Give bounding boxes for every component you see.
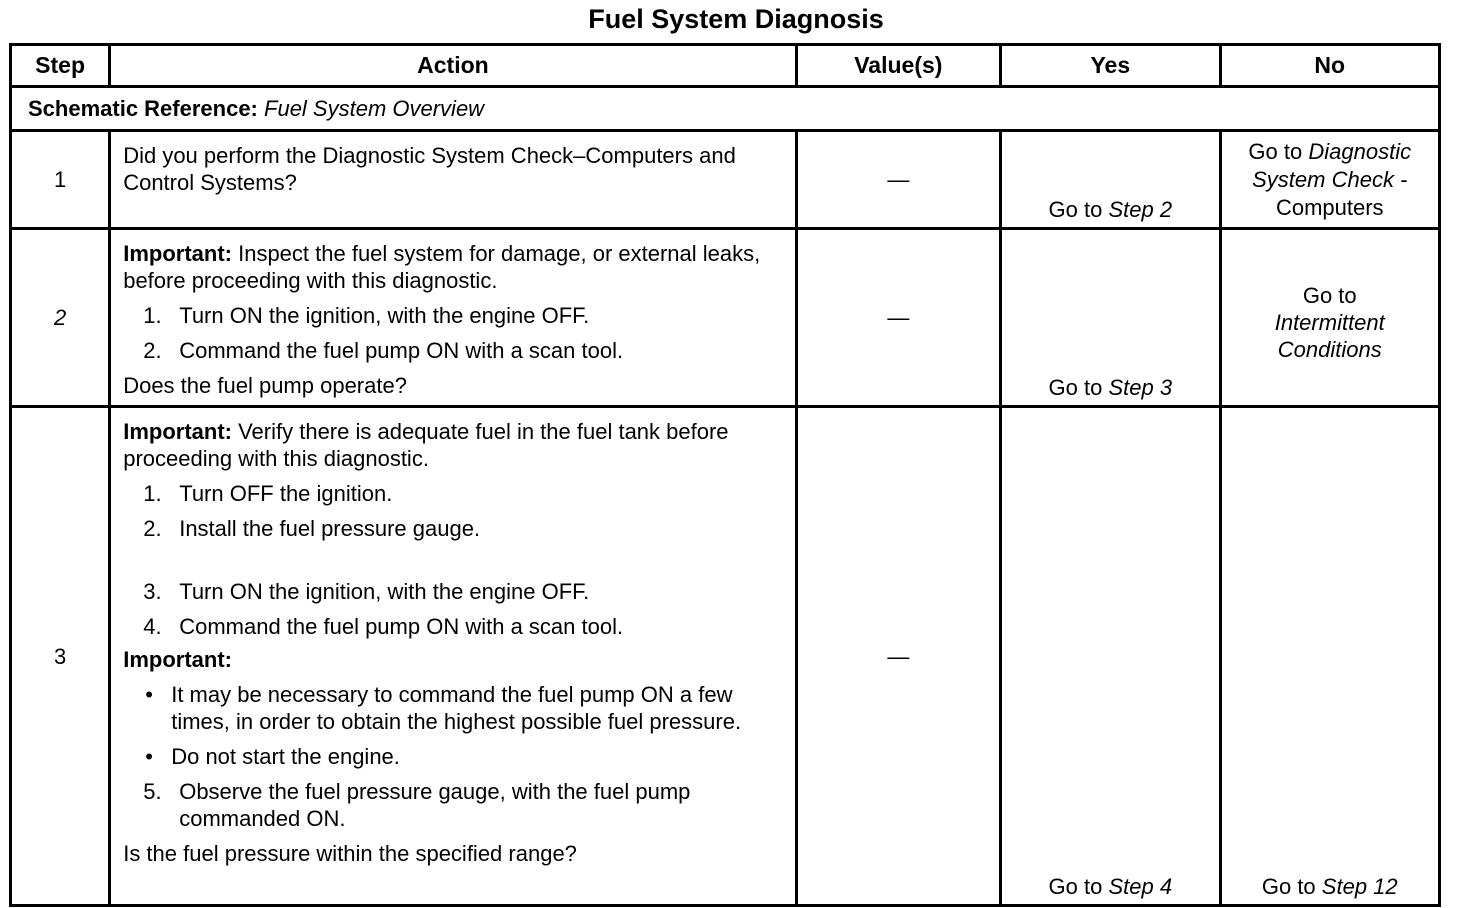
important-note: Important: Inspect the fuel system for d…: [123, 240, 786, 294]
no-prefix: Go to: [1261, 874, 1316, 899]
list-text: Install the fuel pressure gauge.: [179, 516, 481, 541]
yes-prefix: Go to: [1048, 197, 1103, 222]
bullet-text: It may be necessary to command the fuel …: [171, 682, 742, 734]
no-link[interactable]: Diagnostic System Check -: [1252, 139, 1412, 192]
list-item: 5. Observe the fuel pressure gauge, with…: [143, 778, 786, 832]
bullet-item: • It may be necessary to command the fue…: [145, 681, 786, 735]
header-row: Step Action Value(s) Yes No: [8, 43, 1442, 88]
list-number: 1.: [143, 303, 162, 328]
no-prefix: Go to: [1302, 283, 1357, 308]
page-title: Fuel System Diagnosis: [588, 4, 884, 34]
no-cell: Go to Intermittent Conditions: [1218, 227, 1442, 408]
header-no: No: [1218, 43, 1442, 88]
list-text: Turn OFF the ignition.: [179, 481, 393, 506]
important-label: Important:: [123, 241, 232, 266]
no-link[interactable]: Intermittent Conditions: [1274, 310, 1385, 362]
yes-link[interactable]: Step 4: [1108, 874, 1173, 899]
list-item: 1. Turn OFF the ignition.: [143, 480, 786, 507]
list-item: 2. Command the fuel pump ON with a scan …: [143, 337, 786, 364]
list-item: 3. Turn ON the ignition, with the engine…: [143, 578, 786, 605]
table-row: 1 Did you perform the Diagnostic System …: [8, 129, 1442, 230]
bullet-icon: •: [145, 682, 153, 707]
yes-cell: Go to Step 2: [999, 129, 1222, 230]
diagnosis-table: Step Action Value(s) Yes No Schematic Re…: [8, 43, 1442, 907]
list-number: 4.: [143, 614, 162, 639]
bullet-text: Do not start the engine.: [171, 744, 400, 769]
value-cell: —: [794, 227, 1003, 408]
yes-prefix: Go to: [1048, 375, 1103, 400]
value-cell: —: [794, 405, 1003, 907]
list-number: 3.: [143, 579, 162, 604]
list-text: Command the fuel pump ON with a scan too…: [179, 338, 624, 363]
no-cell: Go to Step 12: [1218, 405, 1442, 907]
schematic-reference: Schematic Reference: Fuel System Overvie…: [9, 85, 1441, 132]
value-cell: —: [794, 129, 1003, 230]
list-item: 4. Command the fuel pump ON with a scan …: [143, 613, 786, 640]
list-number: 2.: [143, 516, 162, 541]
important-label: Important:: [123, 419, 232, 444]
list-text: Turn ON the ignition, with the engine OF…: [179, 579, 590, 604]
action-text: Did you perform the Diagnostic System Ch…: [123, 143, 736, 195]
important-text: Inspect the fuel system for damage, or e…: [123, 241, 761, 293]
list-text: Observe the fuel pressure gauge, with th…: [179, 779, 691, 831]
no-link[interactable]: Step 12: [1321, 874, 1398, 899]
list-number: 2.: [143, 338, 162, 363]
no-suffix: Computers: [1275, 195, 1384, 220]
schematic-link[interactable]: Fuel System Overview: [264, 96, 485, 121]
list-item: 1. Turn ON the ignition, with the engine…: [143, 302, 786, 329]
action-cell: Important: Verify there is adequate fuel…: [108, 405, 798, 907]
list-number: 5.: [143, 779, 162, 804]
yes-link[interactable]: Step 2: [1108, 197, 1173, 222]
bullet-icon: •: [145, 744, 153, 769]
step-number: 3: [8, 405, 112, 907]
important-note: Important: Verify there is adequate fuel…: [123, 418, 786, 472]
list-text: Turn ON the ignition, with the engine OF…: [179, 303, 590, 328]
question-text: Does the fuel pump operate?: [123, 373, 407, 398]
important-text: Verify there is adequate fuel in the fue…: [123, 419, 729, 471]
no-cell: Go to Diagnostic System Check - Computer…: [1218, 129, 1442, 230]
list-number: 1.: [143, 481, 162, 506]
header-yes: Yes: [999, 43, 1222, 88]
table-row: 2 Important: Inspect the fuel system for…: [8, 227, 1442, 408]
yes-prefix: Go to: [1048, 874, 1103, 899]
yes-link[interactable]: Step 3: [1108, 375, 1173, 400]
header-values: Value(s): [794, 43, 1003, 88]
list-item: 2. Install the fuel pressure gauge.: [143, 515, 786, 542]
step-number: 1: [8, 129, 112, 230]
schematic-label: Schematic Reference:: [28, 96, 258, 121]
schematic-row: Schematic Reference: Fuel System Overvie…: [9, 85, 1441, 132]
no-prefix: Go to: [1248, 139, 1303, 164]
yes-cell: Go to Step 4: [999, 405, 1222, 907]
important-label: Important:: [123, 647, 232, 672]
list-text: Command the fuel pump ON with a scan too…: [179, 614, 624, 639]
header-action: Action: [108, 43, 798, 88]
action-cell: Did you perform the Diagnostic System Ch…: [108, 129, 798, 230]
yes-cell: Go to Step 3: [999, 227, 1222, 408]
bullet-item: • Do not start the engine.: [145, 743, 786, 770]
step-number: 2: [8, 227, 112, 408]
table-row: 3 Important: Verify there is adequate fu…: [8, 405, 1442, 907]
action-cell: Important: Inspect the fuel system for d…: [108, 227, 798, 408]
question-text: Is the fuel pressure within the specifie…: [123, 841, 577, 866]
header-step: Step: [8, 43, 112, 88]
